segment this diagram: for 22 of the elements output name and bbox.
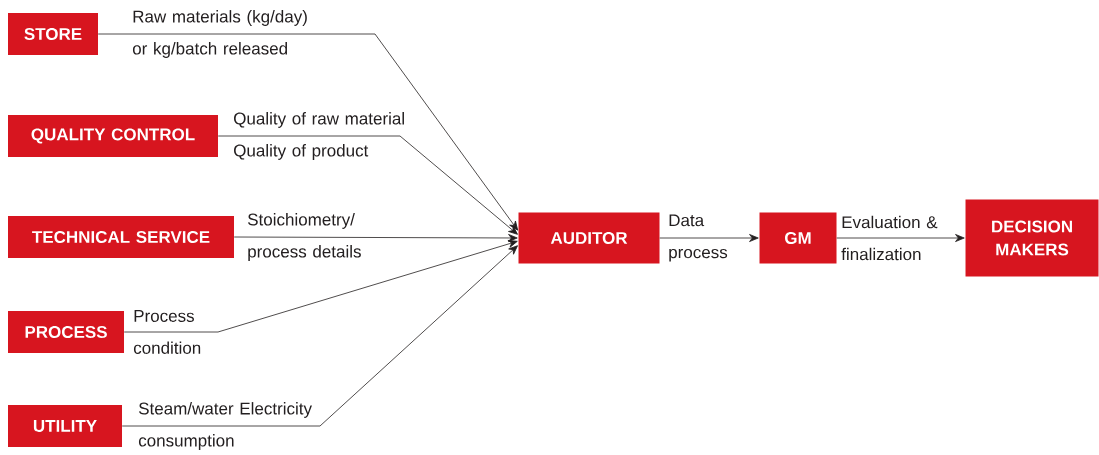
process-box: STORE <box>8 13 98 55</box>
process-box: PROCESS <box>8 311 124 353</box>
arrow <box>836 234 965 242</box>
process-box: QUALITY CONTROL <box>8 115 218 157</box>
arrow <box>121 245 518 427</box>
edge-label: Steam/water Electricity consumption <box>138 402 312 450</box>
edge-label: Evaluation & finalization <box>841 215 938 261</box>
process-box: UTILITY <box>8 405 122 447</box>
arrow <box>97 33 519 231</box>
process-box: DECISION MAKERS <box>965 199 1099 277</box>
arrow <box>659 234 759 242</box>
edge-label: Quality of raw material Quality of product <box>234 112 404 160</box>
process-box: TECHNICAL SERVICE <box>8 216 234 258</box>
edge-label: Data process <box>669 214 728 262</box>
process-box: AUDITOR <box>518 212 660 264</box>
edge-label: Stoichiometry/ process details <box>247 213 361 261</box>
edge-label: Raw materials (kg/day) or kg/batch released <box>132 10 307 58</box>
arrow <box>217 135 518 235</box>
process-box: GM <box>759 212 837 264</box>
edge-label: Process condition <box>133 310 201 354</box>
arrow <box>233 234 518 242</box>
arrow <box>123 240 518 333</box>
